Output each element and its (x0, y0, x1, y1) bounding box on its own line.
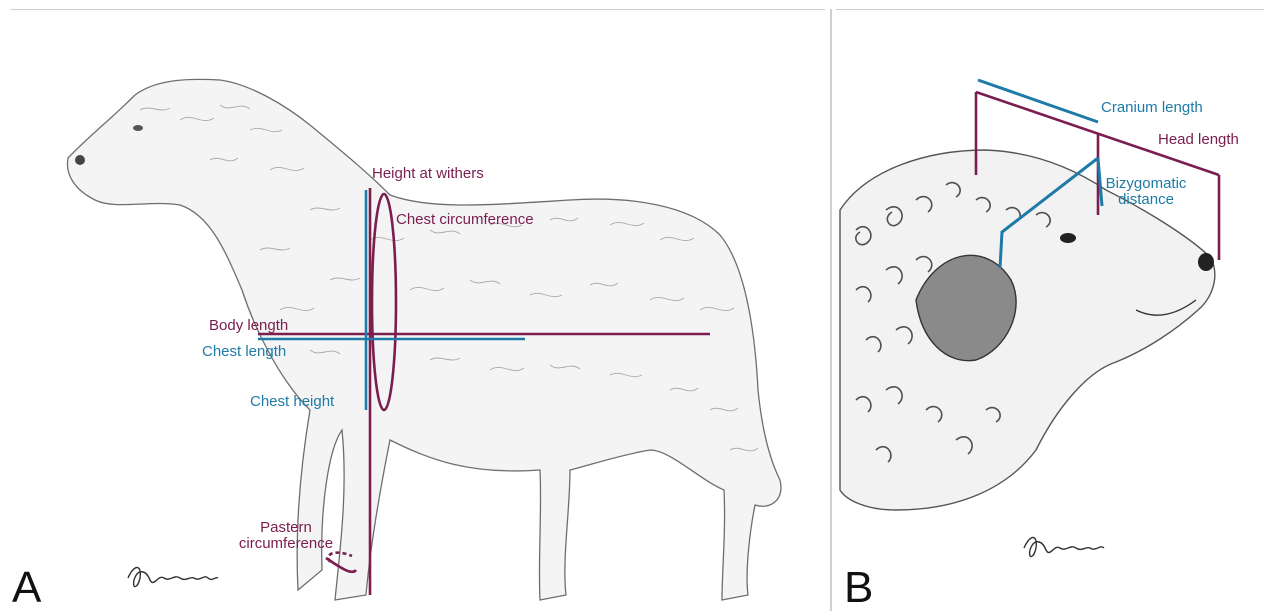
panel-letter-b: B (844, 566, 873, 610)
label-pastern-line1: Pastern (236, 520, 336, 536)
panel-letter-a: A (12, 566, 41, 610)
label-bizygomatic-distance: Bizygomatic distance (1098, 176, 1194, 208)
artist-signature-b (1024, 538, 1104, 557)
dog-eye (133, 125, 143, 131)
label-body-length: Body length (209, 318, 288, 334)
label-pastern-line2: circumference (236, 536, 336, 552)
dog-body-sketch (10, 10, 825, 611)
panel-divider (830, 9, 832, 611)
label-head-length: Head length (1158, 132, 1239, 148)
panel-a-dog-body: Height at withers Chest circumference Bo… (10, 10, 825, 611)
cranium-length-line (978, 80, 1098, 122)
label-bizygomatic-line1: Bizygomatic (1098, 176, 1194, 192)
panel-b-dog-head: Cranium length Head length Bizygomatic d… (836, 10, 1264, 611)
label-chest-height: Chest height (250, 394, 334, 410)
artist-signature-a (128, 568, 218, 587)
dog-nose-b (1198, 253, 1214, 271)
dog-eye-b (1060, 233, 1076, 243)
label-chest-length: Chest length (202, 344, 286, 360)
label-bizygomatic-line2: distance (1098, 192, 1194, 208)
label-chest-circumference: Chest circumference (396, 212, 534, 228)
label-pastern-circumference: Pastern circumference (236, 520, 336, 552)
label-height-at-withers: Height at withers (372, 166, 484, 182)
dog-nose (75, 155, 85, 165)
label-cranium-length: Cranium length (1101, 100, 1203, 116)
